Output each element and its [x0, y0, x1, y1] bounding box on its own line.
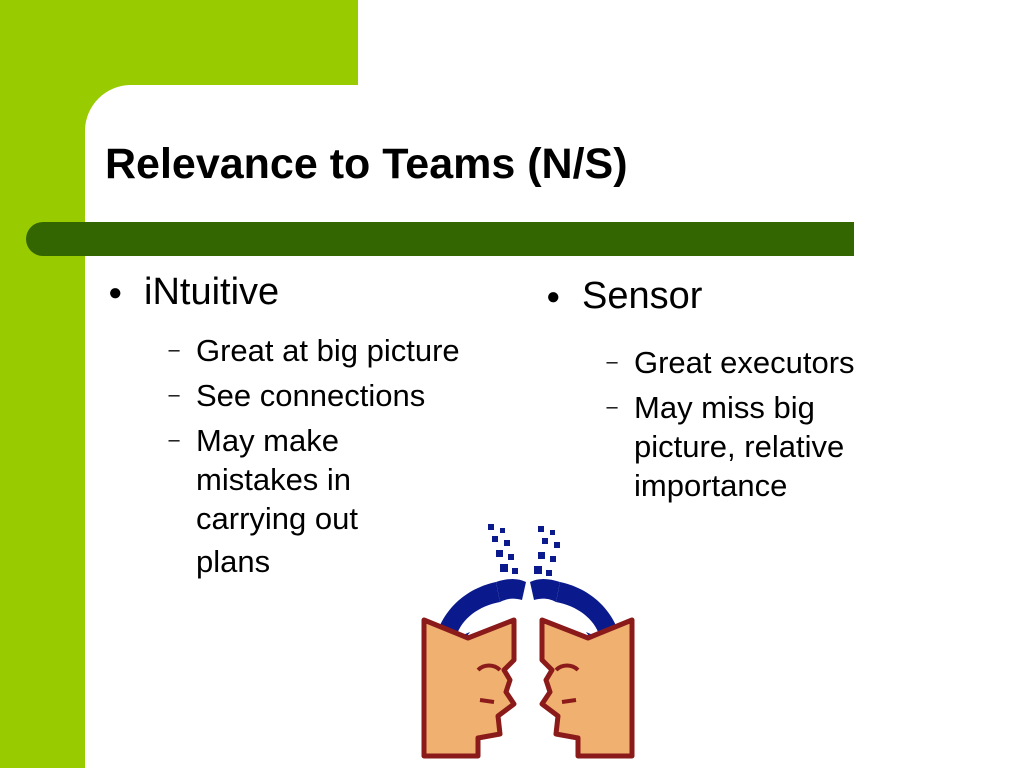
- list-item: – May make mistakes in carrying out: [152, 421, 482, 538]
- pixel-scatter: [488, 524, 560, 576]
- intuitive-heading-row: ● iNtuitive: [108, 270, 508, 319]
- sensor-column: ● Sensor – Great executors – May miss bi…: [546, 274, 946, 505]
- list-item-text: plans: [196, 544, 271, 579]
- list-item-text: May make mistakes in carrying out: [196, 423, 358, 536]
- list-item: – See connections: [152, 376, 482, 415]
- dash: –: [168, 339, 180, 361]
- list-item: – Great at big picture: [152, 331, 482, 370]
- bullet-dot: ●: [546, 283, 561, 310]
- list-item-text: May miss big picture, relative importanc…: [634, 390, 845, 503]
- sensor-sub-list: – Great executors – May miss big picture…: [590, 343, 946, 505]
- green-side-panel: [0, 0, 85, 768]
- dash: –: [606, 396, 618, 418]
- two-heads-exchange-icon: [421, 524, 635, 759]
- list-item-text: Great at big picture: [196, 333, 460, 368]
- bullet-dot: ●: [108, 279, 123, 306]
- intuitive-sub-list: – Great at big picture – See connections…: [152, 331, 508, 581]
- left-head-icon: [421, 617, 517, 759]
- dash: –: [168, 384, 180, 406]
- right-head-icon: [539, 617, 635, 759]
- list-item-continuation: plans: [152, 542, 482, 581]
- list-item-text: Great executors: [634, 345, 855, 380]
- title-divider-bar: [26, 222, 854, 256]
- green-top-panel: [0, 0, 358, 85]
- list-item: – May miss big picture, relative importa…: [590, 388, 920, 505]
- intuitive-heading: iNtuitive: [144, 271, 280, 313]
- sensor-heading-row: ● Sensor: [546, 274, 946, 323]
- dash: –: [606, 351, 618, 373]
- dash: –: [168, 429, 180, 451]
- intuitive-column: ● iNtuitive – Great at big picture – See…: [108, 270, 508, 581]
- slide-title: Relevance to Teams (N/S): [105, 140, 628, 188]
- list-item-text: See connections: [196, 378, 426, 413]
- sensor-heading: Sensor: [582, 275, 703, 317]
- list-item: – Great executors: [590, 343, 920, 382]
